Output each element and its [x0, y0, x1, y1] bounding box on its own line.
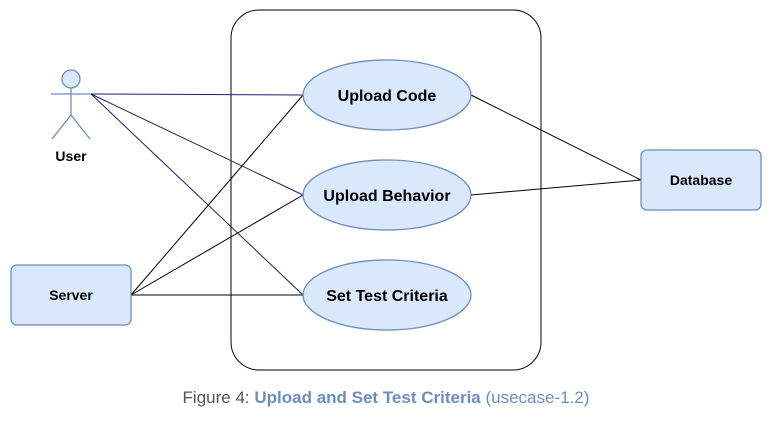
system-boundary — [230, 9, 542, 371]
server-label: Server — [49, 287, 93, 303]
caption-prefix: Figure 4: — [182, 388, 255, 407]
user-associations — [90, 93, 304, 296]
server-to-upload-code-line — [130, 94, 304, 296]
user-to-upload-code-line — [90, 93, 304, 96]
caption-title-link[interactable]: Upload and Set Test Criteria — [254, 388, 481, 407]
actor-label: User — [55, 148, 87, 164]
usecase-upload-code: Upload Code — [302, 59, 472, 131]
usecase-label: Upload Code — [338, 88, 437, 105]
stick-figure-icon — [51, 69, 91, 140]
usecase-label: Upload Behavior — [323, 188, 450, 205]
figure-caption: Figure 4: Upload and Set Test Criteria (… — [0, 388, 772, 408]
actor-right-leg — [70, 114, 91, 140]
server-associations — [130, 94, 304, 296]
usecase-ellipse — [302, 259, 472, 331]
server-node: Server — [10, 264, 132, 326]
server-to-upload-behavior-line — [130, 194, 304, 296]
usecase-upload-behavior: Upload Behavior — [302, 159, 472, 231]
actor-head — [61, 69, 81, 89]
caption-suffix: (usecase-1.2) — [480, 388, 590, 407]
usecase-set-test-criteria: Set Test Criteria — [302, 259, 472, 331]
database-node: Database — [640, 149, 762, 211]
upload-behavior-to-database-line — [470, 179, 642, 196]
actor-left-leg — [51, 114, 72, 140]
user-to-set-test-criteria-line — [90, 93, 304, 296]
database-box — [640, 149, 762, 211]
user-to-upload-behavior-line — [90, 93, 304, 196]
database-associations — [470, 94, 642, 196]
usecase-label: Set Test Criteria — [326, 288, 448, 305]
usecase-ellipse — [302, 159, 472, 231]
database-label: Database — [670, 172, 732, 188]
usecase-ellipse — [302, 59, 472, 131]
upload-code-to-database-line — [470, 94, 642, 181]
server-box — [10, 264, 132, 326]
